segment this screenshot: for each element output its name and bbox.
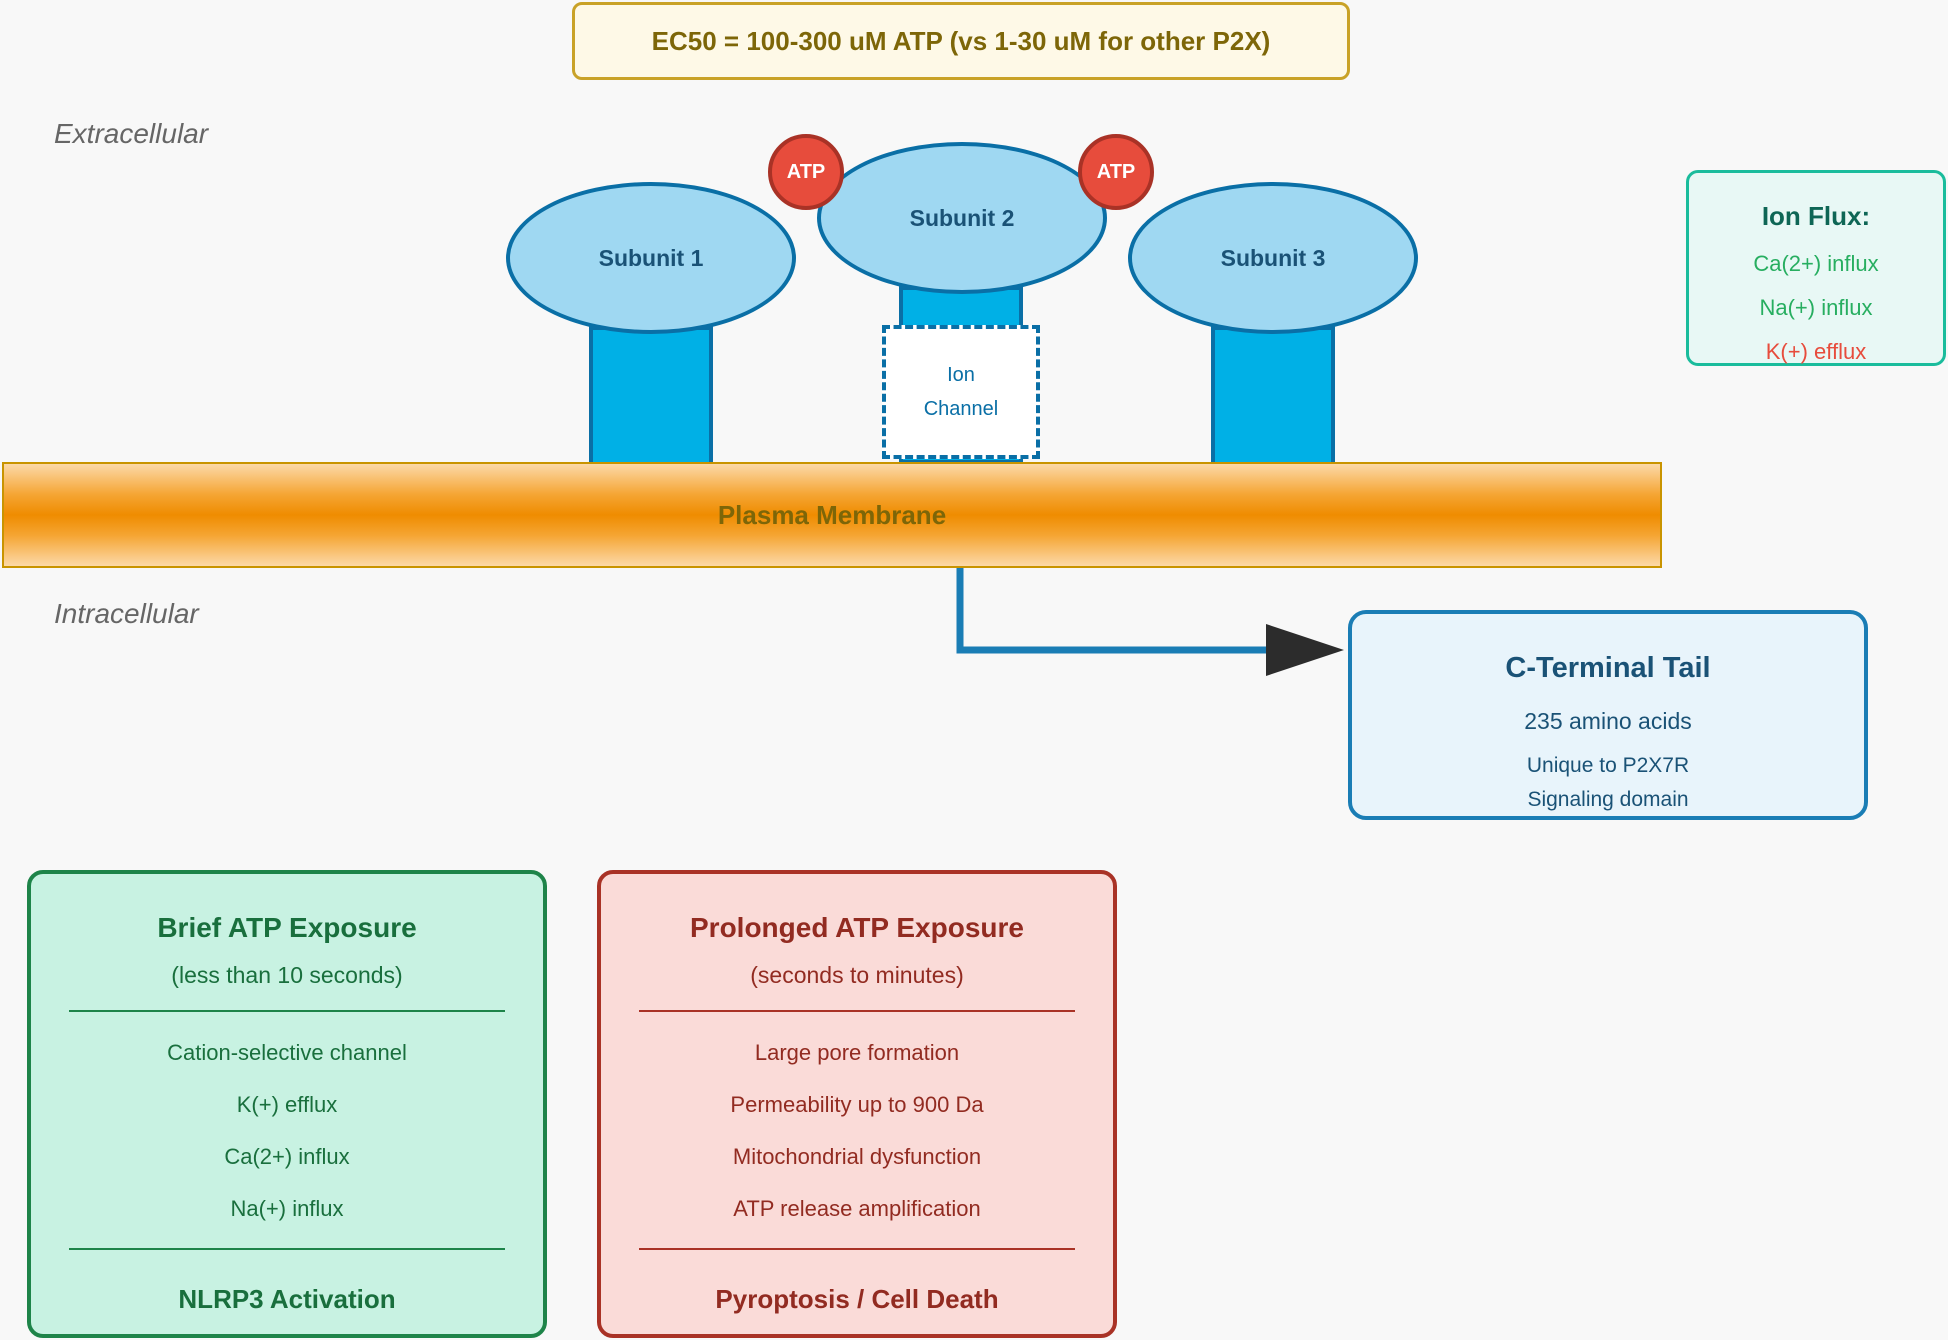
c-terminal-line1: Unique to P2X7R [1526, 754, 1690, 777]
c-terminal-box: C-Terminal Tail 235 amino acids Unique t… [1348, 610, 1868, 820]
prolonged-exposure-item: Mitochondrial dysfunction [732, 1144, 982, 1169]
c-terminal-title: C-Terminal Tail [1505, 652, 1711, 684]
plasma-membrane: Plasma Membrane [2, 462, 1662, 568]
atp-label: ATP [786, 160, 826, 183]
ion-flux-item: Ca(2+) influx [1753, 251, 1879, 276]
intracellular-label: Intracellular [54, 598, 199, 629]
ion-flux-box: Ion Flux: Ca(2+) influx Na(+) influx K(+… [1686, 170, 1946, 366]
ec50-banner: EC50 = 100-300 uM ATP (vs 1-30 uM for ot… [572, 2, 1350, 80]
subunit-2: Subunit 2 [817, 142, 1107, 294]
brief-exposure-item: Ca(2+) influx [224, 1144, 350, 1169]
ion-flux-item: Na(+) influx [1759, 295, 1873, 320]
subunit-2-label: Subunit 2 [909, 204, 1015, 231]
plasma-membrane-label: Plasma Membrane [717, 499, 947, 530]
extracellular-label: Extracellular [54, 118, 209, 149]
prolonged-exposure-item: Permeability up to 900 Da [730, 1092, 984, 1117]
connector-arrowhead [1266, 624, 1344, 676]
divider [639, 1248, 1075, 1250]
ion-channel-line2: Channel [923, 398, 999, 420]
c-terminal-line2: Signaling domain [1527, 788, 1689, 811]
prolonged-exposure-outcome: Pyroptosis / Cell Death [715, 1284, 999, 1314]
connector-line [956, 566, 1280, 654]
brief-exposure-item: K(+) efflux [236, 1092, 338, 1117]
subunit-1: Subunit 1 [506, 182, 796, 334]
prolonged-exposure-item: Large pore formation [754, 1040, 960, 1065]
ion-channel-line1: Ion [947, 364, 975, 386]
subunit-1-label: Subunit 1 [598, 244, 704, 271]
brief-exposure-outcome: NLRP3 Activation [178, 1284, 396, 1314]
brief-exposure-subtitle: (less than 10 seconds) [171, 962, 403, 988]
prolonged-exposure-title: Prolonged ATP Exposure [690, 912, 1024, 943]
divider [69, 1248, 505, 1250]
c-terminal-size: 235 amino acids [1524, 708, 1692, 734]
ion-channel: Ion Channel [882, 325, 1040, 459]
brief-exposure-item: Na(+) influx [230, 1196, 344, 1221]
ion-flux-title: Ion Flux: [1761, 201, 1871, 231]
atp-binding-left: ATP [768, 134, 844, 210]
atp-label: ATP [1096, 160, 1136, 183]
divider [639, 1010, 1075, 1012]
prolonged-exposure-box: Prolonged ATP Exposure (seconds to minut… [597, 870, 1117, 1338]
prolonged-exposure-item: ATP release amplification [733, 1196, 981, 1221]
divider [69, 1010, 505, 1012]
brief-exposure-box: Brief ATP Exposure (less than 10 seconds… [27, 870, 547, 1338]
subunit-3-label: Subunit 3 [1220, 244, 1326, 271]
subunit-3-stalk [1211, 326, 1335, 466]
prolonged-exposure-subtitle: (seconds to minutes) [750, 962, 964, 988]
subunit-1-stalk [589, 326, 713, 466]
atp-binding-right: ATP [1078, 134, 1154, 210]
ion-flux-item: K(+) efflux [1765, 339, 1867, 364]
brief-exposure-title: Brief ATP Exposure [157, 912, 417, 943]
subunit-3: Subunit 3 [1128, 182, 1418, 334]
brief-exposure-item: Cation-selective channel [167, 1040, 407, 1065]
